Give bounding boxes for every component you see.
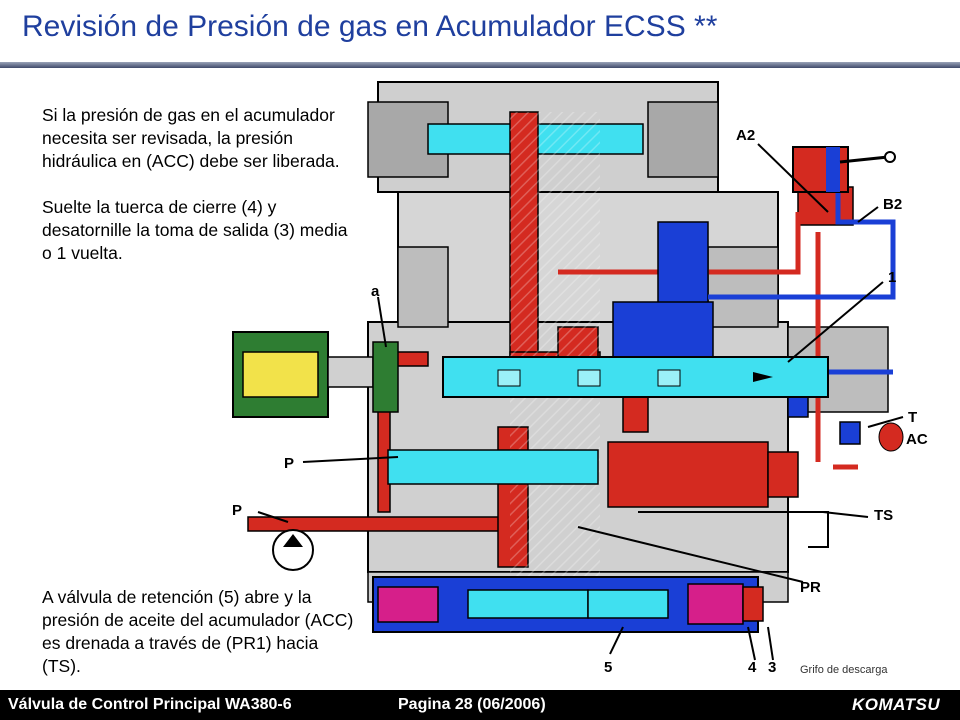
footnote-grifo: Grifo de descarga	[800, 664, 888, 676]
footer-bar: Válvula de Control Principal WA380-6 Pag…	[0, 690, 960, 720]
instruction-paragraph-3: A válvula de retención (5) abre y la pre…	[42, 587, 354, 676]
label-ts: TS	[874, 507, 893, 524]
label-3: 3	[768, 659, 776, 676]
label-1: 1	[888, 269, 896, 286]
label-t: T	[908, 409, 917, 426]
pressure-lines	[558, 212, 858, 470]
label-a: a	[371, 283, 380, 300]
valve-cross-section-diagram: A2 B2 1 a T ACC P P TS PR 5 4 3	[232, 81, 928, 676]
actuator-cylinder-symbol	[792, 146, 896, 193]
upper-spring-housing	[367, 101, 719, 178]
label-b2: B2	[883, 196, 902, 213]
accumulator-symbol	[878, 422, 904, 452]
title-divider	[0, 62, 960, 68]
komatsu-logo: KOMATSU	[852, 695, 941, 714]
bottom-valve-assembly	[372, 576, 764, 633]
pilot-passages	[612, 221, 861, 445]
page-title: Revisión de Presión de gas en Acumulador…	[22, 10, 718, 43]
check-valve-cartridge	[387, 449, 599, 485]
tank-line	[638, 511, 829, 548]
label-p-upper: P	[284, 455, 294, 472]
label-acc: ACC	[906, 431, 928, 448]
instruction-paragraph-1: Si la presión de gas en el acumulador ne…	[42, 105, 340, 171]
pressure-gauge-symbol	[272, 529, 314, 571]
footer-doc-title: Válvula de Control Principal WA380-6	[8, 696, 292, 713]
main-spool	[442, 356, 829, 398]
label-pr: PR	[800, 579, 821, 596]
label-5: 5	[604, 659, 612, 676]
footer-page-number: Pagina 28 (06/2006)	[398, 696, 546, 713]
instruction-paragraph-2: Suelte la tuerca de cierre (4) y desator…	[42, 197, 348, 263]
solenoid-valve	[232, 331, 399, 418]
label-a2: A2	[736, 127, 755, 144]
label-p-lower: P	[232, 502, 242, 519]
pilot-lines	[708, 192, 896, 375]
label-4: 4	[748, 659, 757, 676]
leader-lines	[257, 143, 904, 661]
